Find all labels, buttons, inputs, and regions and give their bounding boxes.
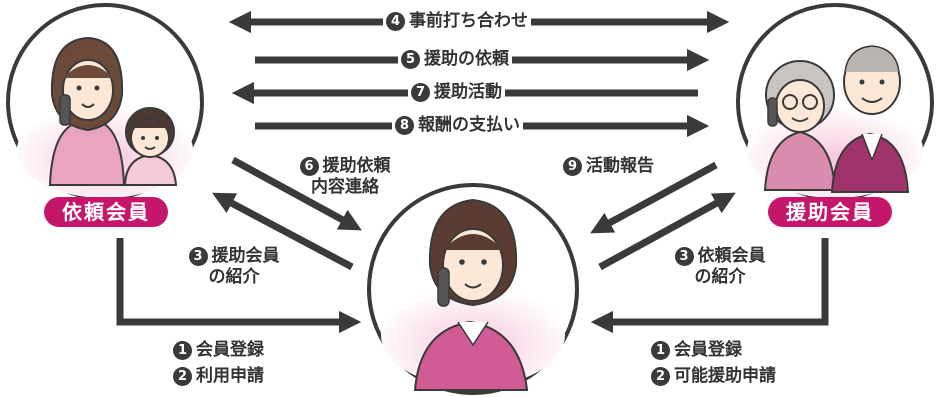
requester-illustration	[6, 3, 204, 201]
label-line2: 内容連絡	[311, 177, 379, 197]
step-number-badge: 1	[173, 341, 192, 360]
step-number-badge: 8	[395, 116, 414, 135]
helper-badge: 援助会員	[768, 197, 892, 227]
step-number-badge: 2	[173, 367, 192, 386]
label-text: 援助の依頼	[424, 49, 509, 69]
helper-illustration	[736, 3, 934, 201]
label-text: 援助活動	[434, 82, 502, 102]
coordinator-icon	[413, 198, 529, 391]
label-line1: 援助会員	[211, 246, 280, 266]
label-text: 事前打ち合わせ	[409, 11, 528, 31]
step-number-badge: 5	[401, 50, 420, 69]
requester-badge: 依頼会員	[44, 197, 168, 227]
step-number-badge: 2	[651, 367, 670, 386]
mother-icon	[48, 36, 126, 186]
elderly-man-icon	[830, 45, 910, 193]
label-text: 報酬の支払い	[418, 115, 520, 135]
arrow-introduce-helper	[212, 192, 354, 271]
arrow-introduce-requester	[598, 192, 736, 271]
step-number-badge: 9	[563, 157, 582, 176]
arrow-helper-registration	[590, 238, 829, 334]
step-number-badge: 7	[411, 83, 430, 102]
coordinator-illustration	[367, 183, 579, 395]
child-icon	[123, 107, 178, 186]
label-line1: 依頼会員	[697, 246, 766, 266]
step-number-badge: 1	[651, 341, 670, 360]
step-number-badge: 4	[386, 12, 405, 31]
step-number-badge: 3	[674, 247, 694, 266]
arrow-activity-report	[590, 161, 718, 234]
label-text: 会員登録	[674, 340, 742, 360]
label-line2: の紹介	[694, 267, 746, 287]
step-number-badge: 6	[299, 157, 319, 176]
arrow-requester-registration	[116, 238, 362, 334]
label-text: 会員登録	[196, 340, 264, 360]
elderly-woman-icon	[763, 60, 837, 191]
label-line1: 援助依頼	[322, 156, 391, 176]
label-text: 可能援助申請	[674, 366, 776, 386]
label-line2: の紹介	[208, 267, 260, 287]
label-text: 活動報告	[586, 156, 654, 176]
step-number-badge: 3	[188, 247, 208, 266]
arrow-request-content-notice	[231, 156, 362, 231]
label-text: 利用申請	[196, 366, 264, 386]
